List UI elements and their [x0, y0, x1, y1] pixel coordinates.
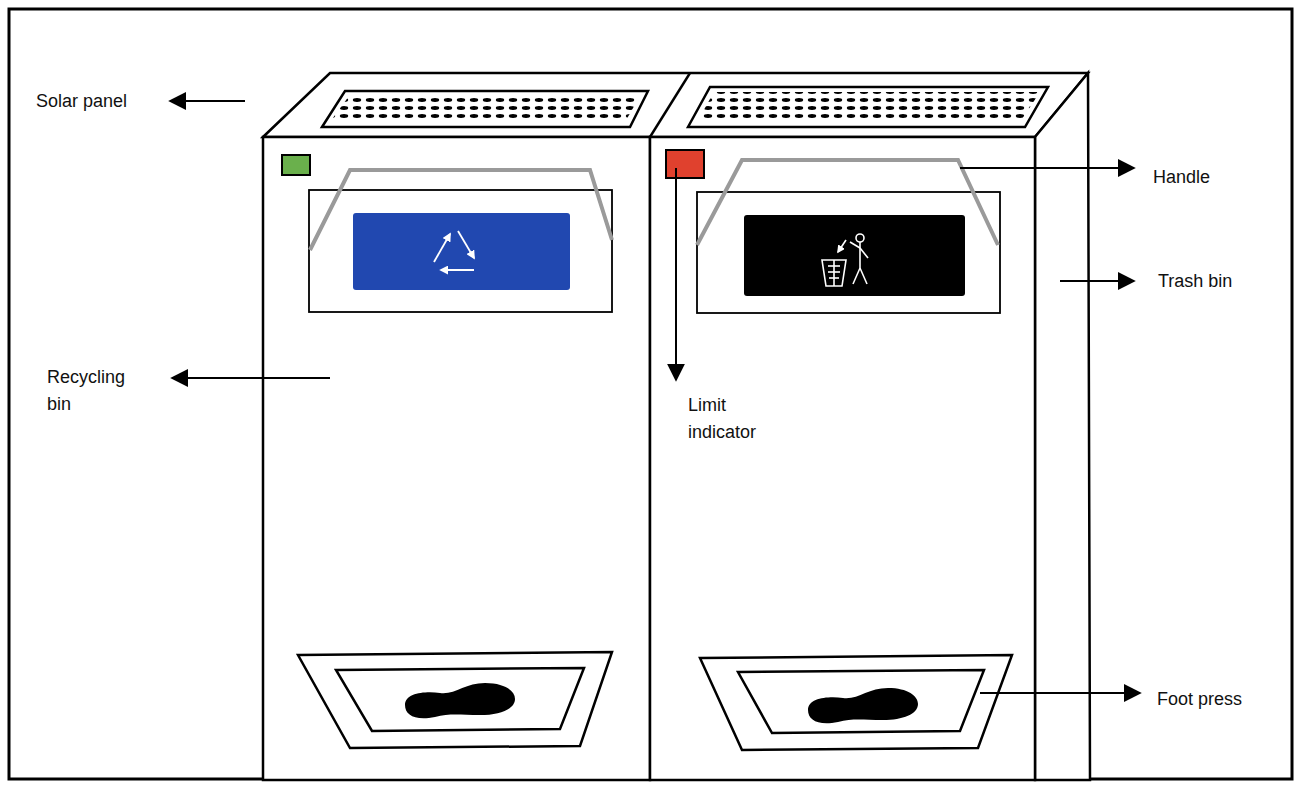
trash-icon [822, 234, 868, 286]
figure-leg [860, 268, 867, 284]
recycling-bin-front [263, 137, 650, 780]
outer-frame [9, 9, 1292, 779]
limit-indicator-red [666, 150, 704, 178]
lid-window [697, 192, 1000, 313]
foot-press-inner [336, 668, 584, 731]
figure-arm [860, 248, 868, 258]
leader-arrow [675, 168, 677, 380]
trash-sign [744, 215, 965, 296]
part-label: Foot press [1157, 686, 1242, 713]
limit-indicator-green [282, 155, 310, 175]
foot-press [298, 652, 612, 748]
part-label: Handle [1153, 164, 1210, 191]
part-label: Trash bin [1158, 268, 1232, 295]
part-label: Solar panel [36, 88, 127, 115]
recycle-icon [434, 231, 474, 270]
figure-leg [853, 268, 860, 284]
solar-panel [688, 87, 1048, 127]
handle [310, 170, 612, 250]
part-label: Recycling bin [47, 364, 147, 418]
handle [697, 160, 998, 245]
top-divider [650, 73, 690, 137]
leader-arrow [170, 100, 245, 102]
leader-arrow [960, 167, 1134, 169]
recycling-sign [353, 213, 570, 290]
lid-window [309, 190, 612, 312]
bin-side [1035, 73, 1090, 780]
foot-print [405, 683, 515, 718]
leader-arrow [1060, 280, 1134, 282]
recycle-arrow [458, 231, 474, 258]
figure-head [856, 234, 864, 242]
solar-cells [330, 96, 640, 122]
basket-line [833, 260, 835, 286]
leader-arrow [980, 692, 1140, 694]
part-label: Limit indicator [688, 392, 788, 446]
recycle-arrow [441, 269, 474, 271]
solar-panel [322, 91, 648, 127]
leader-arrow [172, 377, 330, 379]
basket [822, 260, 846, 286]
bin-top [263, 73, 1088, 137]
figure-body [859, 242, 861, 268]
trash-bin-front [650, 137, 1035, 780]
recycle-arrow [434, 234, 450, 262]
solar-cells [697, 92, 1040, 122]
foot-press-inner [738, 670, 984, 733]
foot-print [808, 688, 918, 723]
toss-arrow [838, 240, 846, 252]
foot-press [700, 655, 1012, 750]
figure-arm [850, 242, 860, 248]
